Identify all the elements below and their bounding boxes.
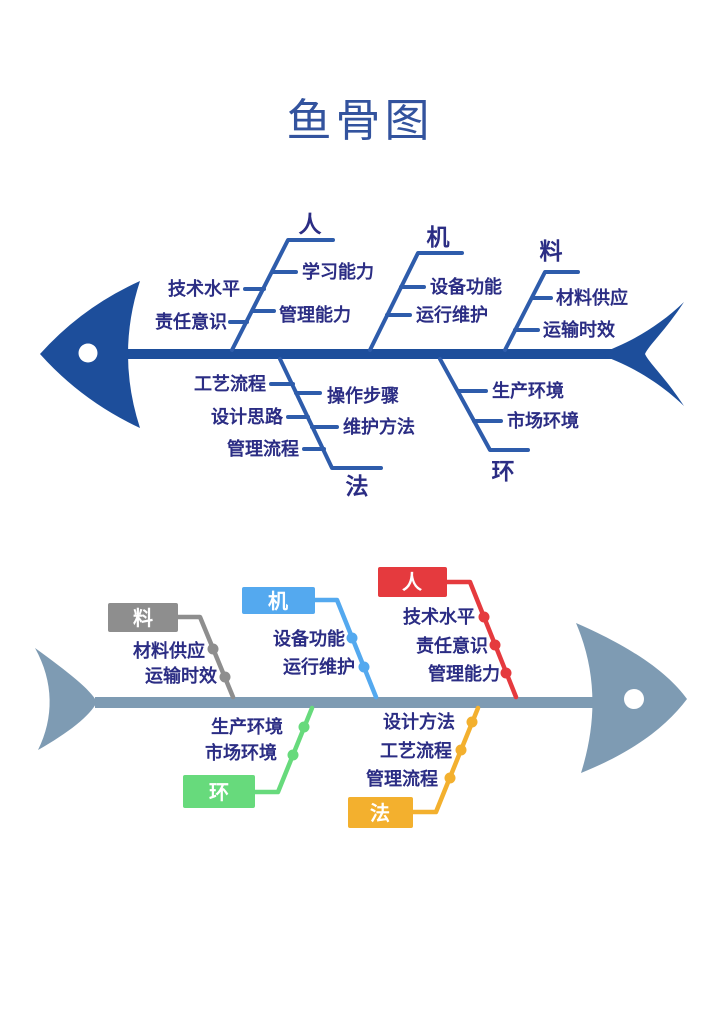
item-label: 工艺流程 — [380, 740, 452, 761]
fish-eye-icon — [78, 343, 98, 363]
fishbone-diagram-bottom: 料 机 人 环 法 材料供应 运输时效 设备功能 运行维护 技术水平 责任意识 … — [35, 567, 687, 828]
branch-line-environment — [438, 357, 530, 452]
connector-method — [410, 705, 481, 815]
connector-environment — [252, 705, 315, 795]
dot — [346, 632, 358, 644]
dot — [287, 749, 299, 761]
item-label: 技术水平 — [403, 606, 475, 627]
item-label: 责任意识 — [155, 311, 227, 332]
category-label-people: 人 — [299, 211, 323, 237]
branch-line-material — [503, 270, 580, 352]
category-label-material: 料 — [133, 607, 153, 630]
dot — [500, 667, 512, 679]
branch-line-method — [278, 357, 383, 470]
category-label-method: 法 — [346, 473, 369, 499]
item-label: 设计思路 — [211, 406, 284, 427]
item-label: 运行维护 — [416, 304, 488, 325]
dot — [358, 661, 370, 673]
category-label-machine: 机 — [268, 589, 288, 613]
item-label: 生产环境 — [492, 380, 564, 401]
category-box-machine — [242, 587, 315, 614]
item-label: 学习能力 — [302, 261, 374, 282]
fish-tail — [35, 648, 97, 750]
item-label: 管理能力 — [279, 304, 351, 325]
fish-eye-icon — [624, 689, 644, 709]
category-label-method: 法 — [370, 801, 390, 825]
dot — [489, 639, 501, 651]
item-label: 管理流程 — [366, 768, 438, 789]
dot — [219, 671, 231, 683]
item-label: 管理能力 — [428, 663, 500, 684]
category-box-material — [108, 603, 178, 632]
dot — [455, 744, 467, 756]
item-label: 市场环境 — [507, 410, 579, 431]
dot — [207, 643, 219, 655]
category-label-machine: 机 — [427, 224, 450, 250]
item-label: 技术水平 — [168, 278, 240, 299]
item-label: 运行维护 — [283, 656, 355, 677]
category-box-people — [378, 567, 447, 597]
item-label: 运输时效 — [145, 665, 218, 686]
dot — [444, 772, 456, 784]
item-label: 设备功能 — [430, 276, 502, 297]
branch-line-people — [230, 238, 335, 352]
item-label: 工艺流程 — [194, 373, 266, 394]
dot — [466, 716, 478, 728]
item-label: 操作步骤 — [327, 385, 399, 406]
connector-material — [175, 614, 236, 700]
item-label: 设计方法 — [383, 711, 455, 732]
category-label-environment: 环 — [209, 782, 229, 804]
fish-spine — [95, 697, 595, 708]
category-label-environment: 环 — [492, 458, 515, 484]
dot — [298, 721, 310, 733]
item-label: 设备功能 — [273, 628, 345, 649]
category-label-material: 料 — [540, 238, 563, 264]
category-box-environment — [183, 775, 255, 808]
fish-tail — [598, 302, 684, 406]
fishbone-diagram-top: 人 机 料 法 环 技术水平 责任意识 学习能力 管理能力 设备功能 运行维护 … — [40, 211, 684, 499]
branch-line-machine — [368, 251, 464, 352]
item-label: 责任意识 — [416, 635, 488, 656]
item-label: 生产环境 — [211, 716, 283, 737]
item-label: 市场环境 — [205, 742, 277, 763]
item-label: 材料供应 — [133, 640, 205, 661]
dot — [478, 611, 490, 623]
item-label: 维护方法 — [343, 416, 415, 437]
item-label: 材料供应 — [556, 287, 628, 308]
item-label: 运输时效 — [543, 319, 616, 340]
item-label: 管理流程 — [227, 438, 299, 459]
page-title: 鱼骨图 — [286, 94, 434, 147]
category-box-method — [348, 797, 413, 828]
connector-people — [444, 579, 519, 700]
category-label-people: 人 — [402, 571, 423, 594]
